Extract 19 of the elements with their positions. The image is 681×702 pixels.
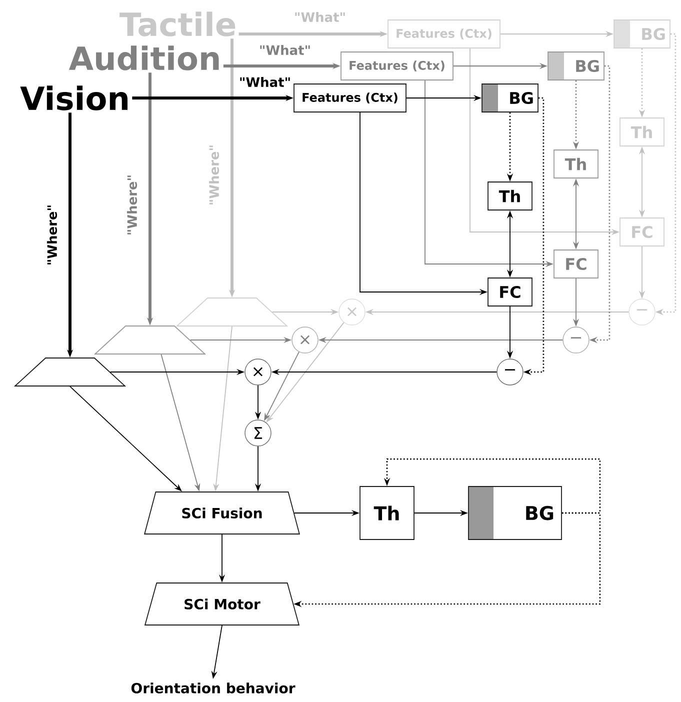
modality-label: Vision: [20, 86, 128, 110]
edge-label: "What": [258, 44, 312, 56]
edge-label: "What": [238, 76, 292, 88]
edge-label: "Where": [208, 143, 220, 207]
th-box: Th: [360, 486, 414, 540]
th-box: Th: [554, 150, 598, 178]
fc-box: FC: [488, 278, 532, 306]
edge-label: "What": [292, 10, 348, 24]
fc-box: FC: [554, 250, 598, 278]
features-box: Features (Ctx): [340, 52, 454, 80]
edge-label: "Where": [126, 173, 138, 237]
th-box: Th: [488, 182, 532, 210]
edge-label: "Where": [46, 203, 58, 267]
features-box: Features (Ctx): [294, 84, 406, 112]
bg-box: BG: [482, 84, 538, 112]
bg-box: BG: [548, 52, 604, 80]
output-label: Orientation behavior: [131, 682, 296, 694]
bg-box: BG: [468, 486, 562, 540]
modality-label: Audition: [68, 46, 219, 70]
